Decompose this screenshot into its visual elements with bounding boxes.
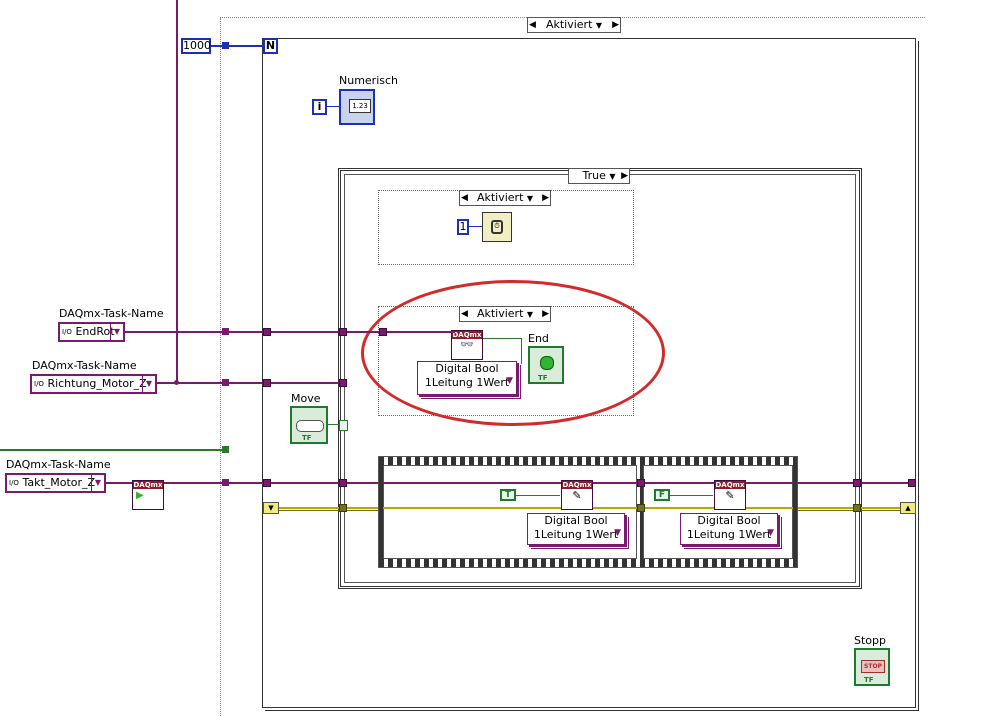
bool-stop-node: [222, 446, 229, 453]
daqmx-write-function-1[interactable]: DAQmx ✎: [561, 480, 593, 510]
numeric-indicator-label: Numerisch: [339, 74, 399, 87]
dropdown-arrow-icon[interactable]: ▼: [595, 21, 603, 30]
inner-case-selector[interactable]: True ▼ ▶: [568, 168, 630, 184]
takt-wire-node: [222, 479, 229, 486]
daqmx-start-function[interactable]: DAQmx ▶: [132, 480, 164, 510]
dropdown-arrow-icon[interactable]: ▼: [526, 194, 534, 203]
iteration-wire: [327, 106, 339, 107]
move-case-tunnel: [339, 420, 348, 431]
tf-glyph: TF: [864, 676, 874, 684]
daqmx-header: DAQmx: [133, 481, 163, 489]
for-loop[interactable]: [262, 38, 916, 708]
move-control-label: Move: [291, 392, 321, 405]
play-icon: ▶: [136, 490, 144, 501]
richtung-task-caption: DAQmx-Task-Name: [32, 359, 137, 372]
true-wire: [516, 495, 560, 496]
false-wire: [670, 495, 713, 496]
endrot-task-caption: DAQmx-Task-Name: [59, 307, 164, 320]
bool-stop-wire: [0, 449, 226, 451]
annotation-ellipse: [361, 280, 665, 426]
takt-loop-tunnel-in: [263, 479, 271, 487]
shift-register-left[interactable]: ▼: [263, 502, 279, 514]
count-terminal[interactable]: N: [263, 38, 278, 54]
numeric-glyph: 1.23: [349, 99, 371, 113]
pencil-icon: ✎: [572, 489, 582, 502]
toggle-switch-icon: [296, 420, 324, 432]
richtung-loop-tunnel: [263, 379, 271, 387]
takt-task-caption: DAQmx-Task-Name: [6, 458, 111, 471]
numeric-indicator[interactable]: 1.23: [339, 89, 375, 125]
endrot-wire-node: [222, 328, 229, 335]
wait-ms-constant[interactable]: 1: [457, 219, 469, 235]
endrot-case-tunnel: [339, 328, 347, 336]
true-constant[interactable]: T: [500, 489, 516, 501]
wait-function[interactable]: ⏱: [482, 212, 512, 242]
takt-seq-tunnel-2b: [637, 479, 645, 487]
count-wire-node: [222, 42, 229, 49]
richtung-wire-node: [222, 379, 229, 386]
dropdown-arrow-icon[interactable]: ▼: [767, 528, 774, 538]
false-constant[interactable]: F: [654, 489, 670, 501]
takt-task-constant[interactable]: I/O Takt_Motor_Z ▼: [5, 473, 106, 493]
move-wire: [328, 424, 340, 425]
stop-control-label: Stopp: [854, 634, 886, 647]
wait-case-selector[interactable]: ◀ Aktiviert ▼ ▶: [459, 190, 551, 206]
dropdown-arrow-icon[interactable]: ▼: [110, 324, 123, 340]
takt-case-tunnel-out: [853, 479, 861, 487]
outer-frame-left-edge: [220, 18, 221, 716]
tf-glyph: TF: [302, 434, 312, 442]
richtung-task-constant[interactable]: I/O Richtung_Motor_Z ▼: [30, 374, 157, 394]
increment-arrow-icon[interactable]: ▶: [612, 20, 619, 30]
dropdown-arrow-icon[interactable]: ▼: [609, 172, 616, 181]
dropdown-arrow-icon[interactable]: ▼: [91, 475, 104, 491]
dropdown-arrow-icon[interactable]: ▼: [142, 376, 155, 392]
watch-icon: ⏱: [491, 220, 503, 234]
increment-arrow-icon[interactable]: ▶: [542, 193, 549, 203]
error-seq-tunnel-2b: [637, 504, 645, 512]
error-case-tunnel-in: [339, 504, 347, 512]
move-control[interactable]: TF: [290, 406, 328, 444]
decrement-arrow-icon[interactable]: ◀: [461, 193, 468, 203]
wait-ms-wire: [469, 226, 482, 227]
error-case-tunnel-out: [853, 504, 861, 512]
daqmx-header: DAQmx: [715, 481, 745, 489]
endrot-task-constant[interactable]: I/O EndRot ▼: [58, 322, 125, 342]
decrement-arrow-icon[interactable]: ◀: [529, 20, 536, 30]
takt-loop-tunnel-out: [908, 479, 916, 487]
endrot-disable-tunnel: [379, 328, 387, 336]
shift-register-right[interactable]: ▲: [900, 502, 916, 514]
endrot-wire: [125, 331, 455, 333]
write1-polymorphic-selector[interactable]: Digital Bool 1Leitung 1Wert ▼: [527, 513, 625, 545]
write2-polymorphic-selector[interactable]: Digital Bool 1Leitung 1Wert ▼: [680, 513, 778, 545]
daqmx-header: DAQmx: [562, 481, 592, 489]
stop-button-control[interactable]: STOP TF: [854, 648, 890, 686]
stop-glyph: STOP: [861, 660, 885, 673]
endrot-loop-tunnel: [263, 328, 271, 336]
takt-case-tunnel-in: [339, 479, 347, 487]
pencil-icon: ✎: [725, 489, 735, 502]
richtung-wire-vertical: [176, 0, 178, 384]
daqmx-write-function-2[interactable]: DAQmx ✎: [714, 480, 746, 510]
dropdown-arrow-icon[interactable]: ▼: [614, 528, 621, 538]
count-wire: [211, 45, 263, 47]
richtung-junction: [174, 380, 179, 385]
iteration-terminal: i: [312, 99, 327, 115]
outer-case-selector[interactable]: ◀ Aktiviert ▼ ▶: [527, 17, 621, 33]
loop-count-constant[interactable]: 1000: [181, 38, 211, 54]
richtung-case-tunnel: [339, 379, 347, 387]
richtung-wire: [157, 382, 345, 384]
increment-arrow-icon[interactable]: ▶: [621, 171, 628, 181]
